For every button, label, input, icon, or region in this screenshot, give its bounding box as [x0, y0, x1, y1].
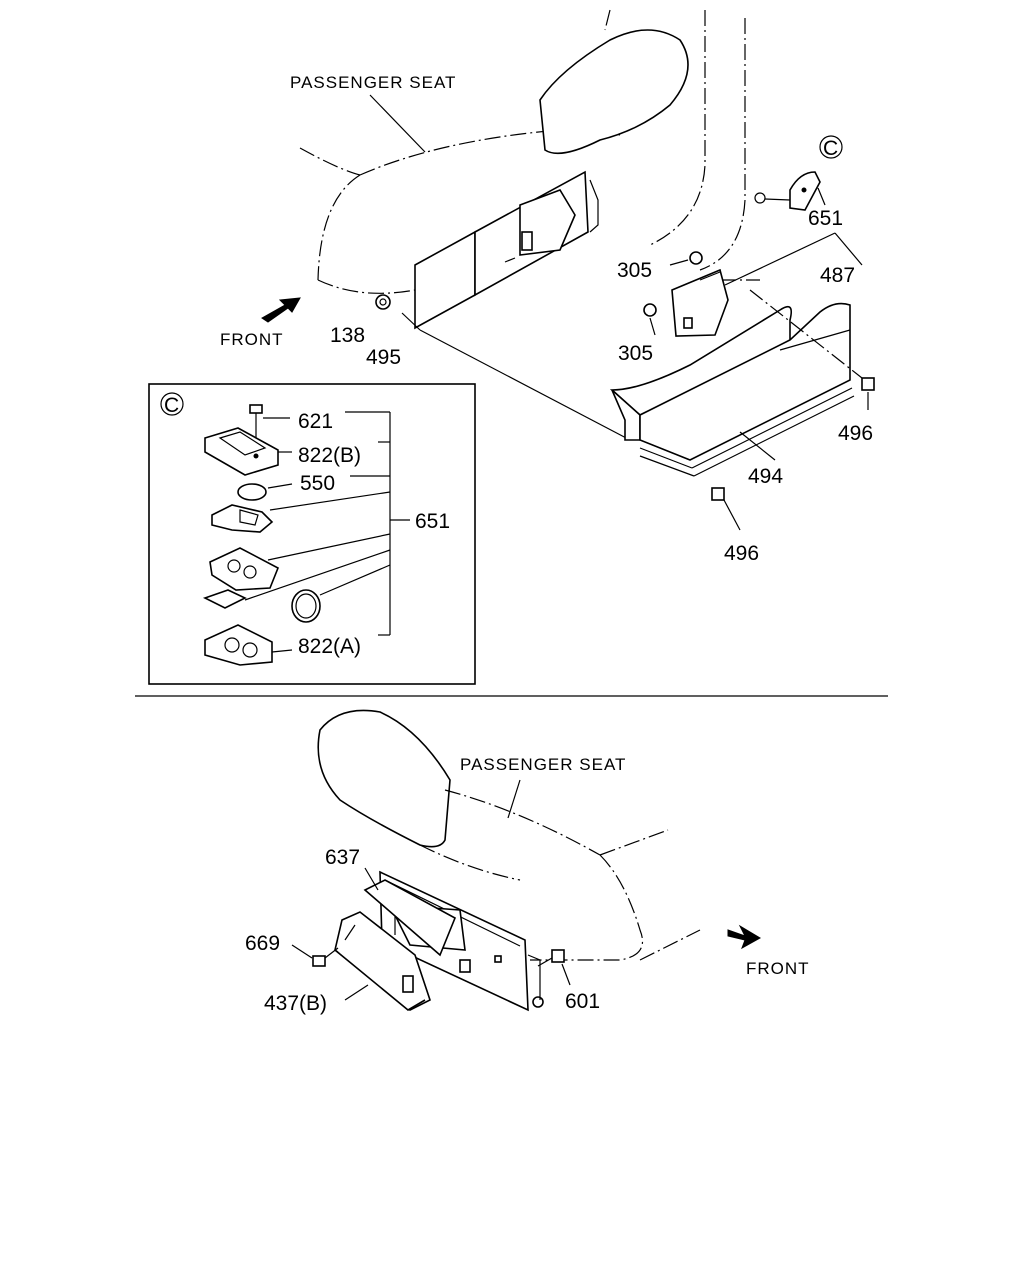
callout-305-b: 305 — [618, 342, 653, 365]
seat-back-lump — [539, 29, 689, 155]
front-arrow-bottom: FRONT — [727, 924, 810, 978]
leader-495-494 — [419, 329, 631, 441]
screw-496-a: 496 — [838, 377, 875, 445]
seat-label-top: PASSENGER SEAT — [290, 73, 456, 92]
callout-496-a: 496 — [838, 422, 873, 445]
screw-621: 621 — [249, 404, 333, 440]
case-822a: 822(A) — [204, 624, 361, 666]
bracket-637: 637 — [325, 846, 457, 957]
front-arrow-top: FRONT — [220, 297, 301, 349]
callout-669: 669 — [245, 932, 280, 955]
cover-822b: 822(B) — [204, 427, 361, 476]
bracket-487: 487 — [671, 232, 863, 337]
callout-651-detail: 651 — [415, 510, 450, 533]
top-view: PASSENGER SEAT FRONT 138 495 — [220, 9, 875, 565]
callout-494: 494 — [748, 465, 783, 488]
detail-c-box: C 621 822(B) 550 — [148, 383, 476, 685]
side-cover-494: 494 — [609, 289, 863, 488]
detail-c-marker: C — [164, 394, 179, 417]
nut-305-b: 305 — [618, 303, 657, 365]
callout-601: 601 — [565, 990, 600, 1013]
nut-138: 138 — [330, 294, 391, 347]
circuit-frame — [211, 504, 274, 533]
seat-rail-bracket — [414, 170, 599, 330]
battery-550: 550 — [237, 472, 335, 501]
callout-305-a: 305 — [617, 259, 652, 282]
callout-550: 550 — [300, 472, 335, 495]
callout-437b: 437(B) — [264, 992, 327, 1015]
callout-495: 495 — [366, 346, 401, 369]
c-marker-top: C — [823, 137, 838, 160]
callout-822b: 822(B) — [298, 444, 361, 467]
screw-601: 601 — [537, 949, 600, 1013]
front-label-bottom: FRONT — [746, 959, 810, 978]
seat-label-leader-bottom — [507, 779, 521, 819]
passenger-seat-outline-bottom — [419, 789, 701, 961]
front-label-top: FRONT — [220, 330, 284, 349]
nut-305-a: 305 — [617, 251, 703, 282]
callout-496-b: 496 — [724, 542, 759, 565]
seat-lump-bottom — [317, 709, 451, 848]
callout-621: 621 — [298, 410, 333, 433]
button-tray — [209, 547, 280, 591]
callout-138: 138 — [330, 324, 365, 347]
callout-651-top: 651 — [808, 207, 843, 230]
bottom-view: PASSENGER SEAT FRONT 637 — [245, 709, 810, 1015]
leader-495 — [401, 312, 421, 331]
remote-651-top: C 651 — [754, 135, 843, 230]
screw-669: 669 — [245, 932, 339, 967]
cover-437b: 437(B) — [264, 911, 431, 1015]
callout-487: 487 — [820, 264, 855, 287]
screw-496-b: 496 — [711, 487, 759, 565]
callout-637: 637 — [325, 846, 360, 869]
callout-822a: 822(A) — [298, 635, 361, 658]
bracket-group-651: 651 — [244, 411, 450, 636]
seat-label-leader — [369, 94, 426, 153]
seat-label-bottom: PASSENGER SEAT — [460, 755, 626, 774]
key-blade — [202, 589, 247, 609]
